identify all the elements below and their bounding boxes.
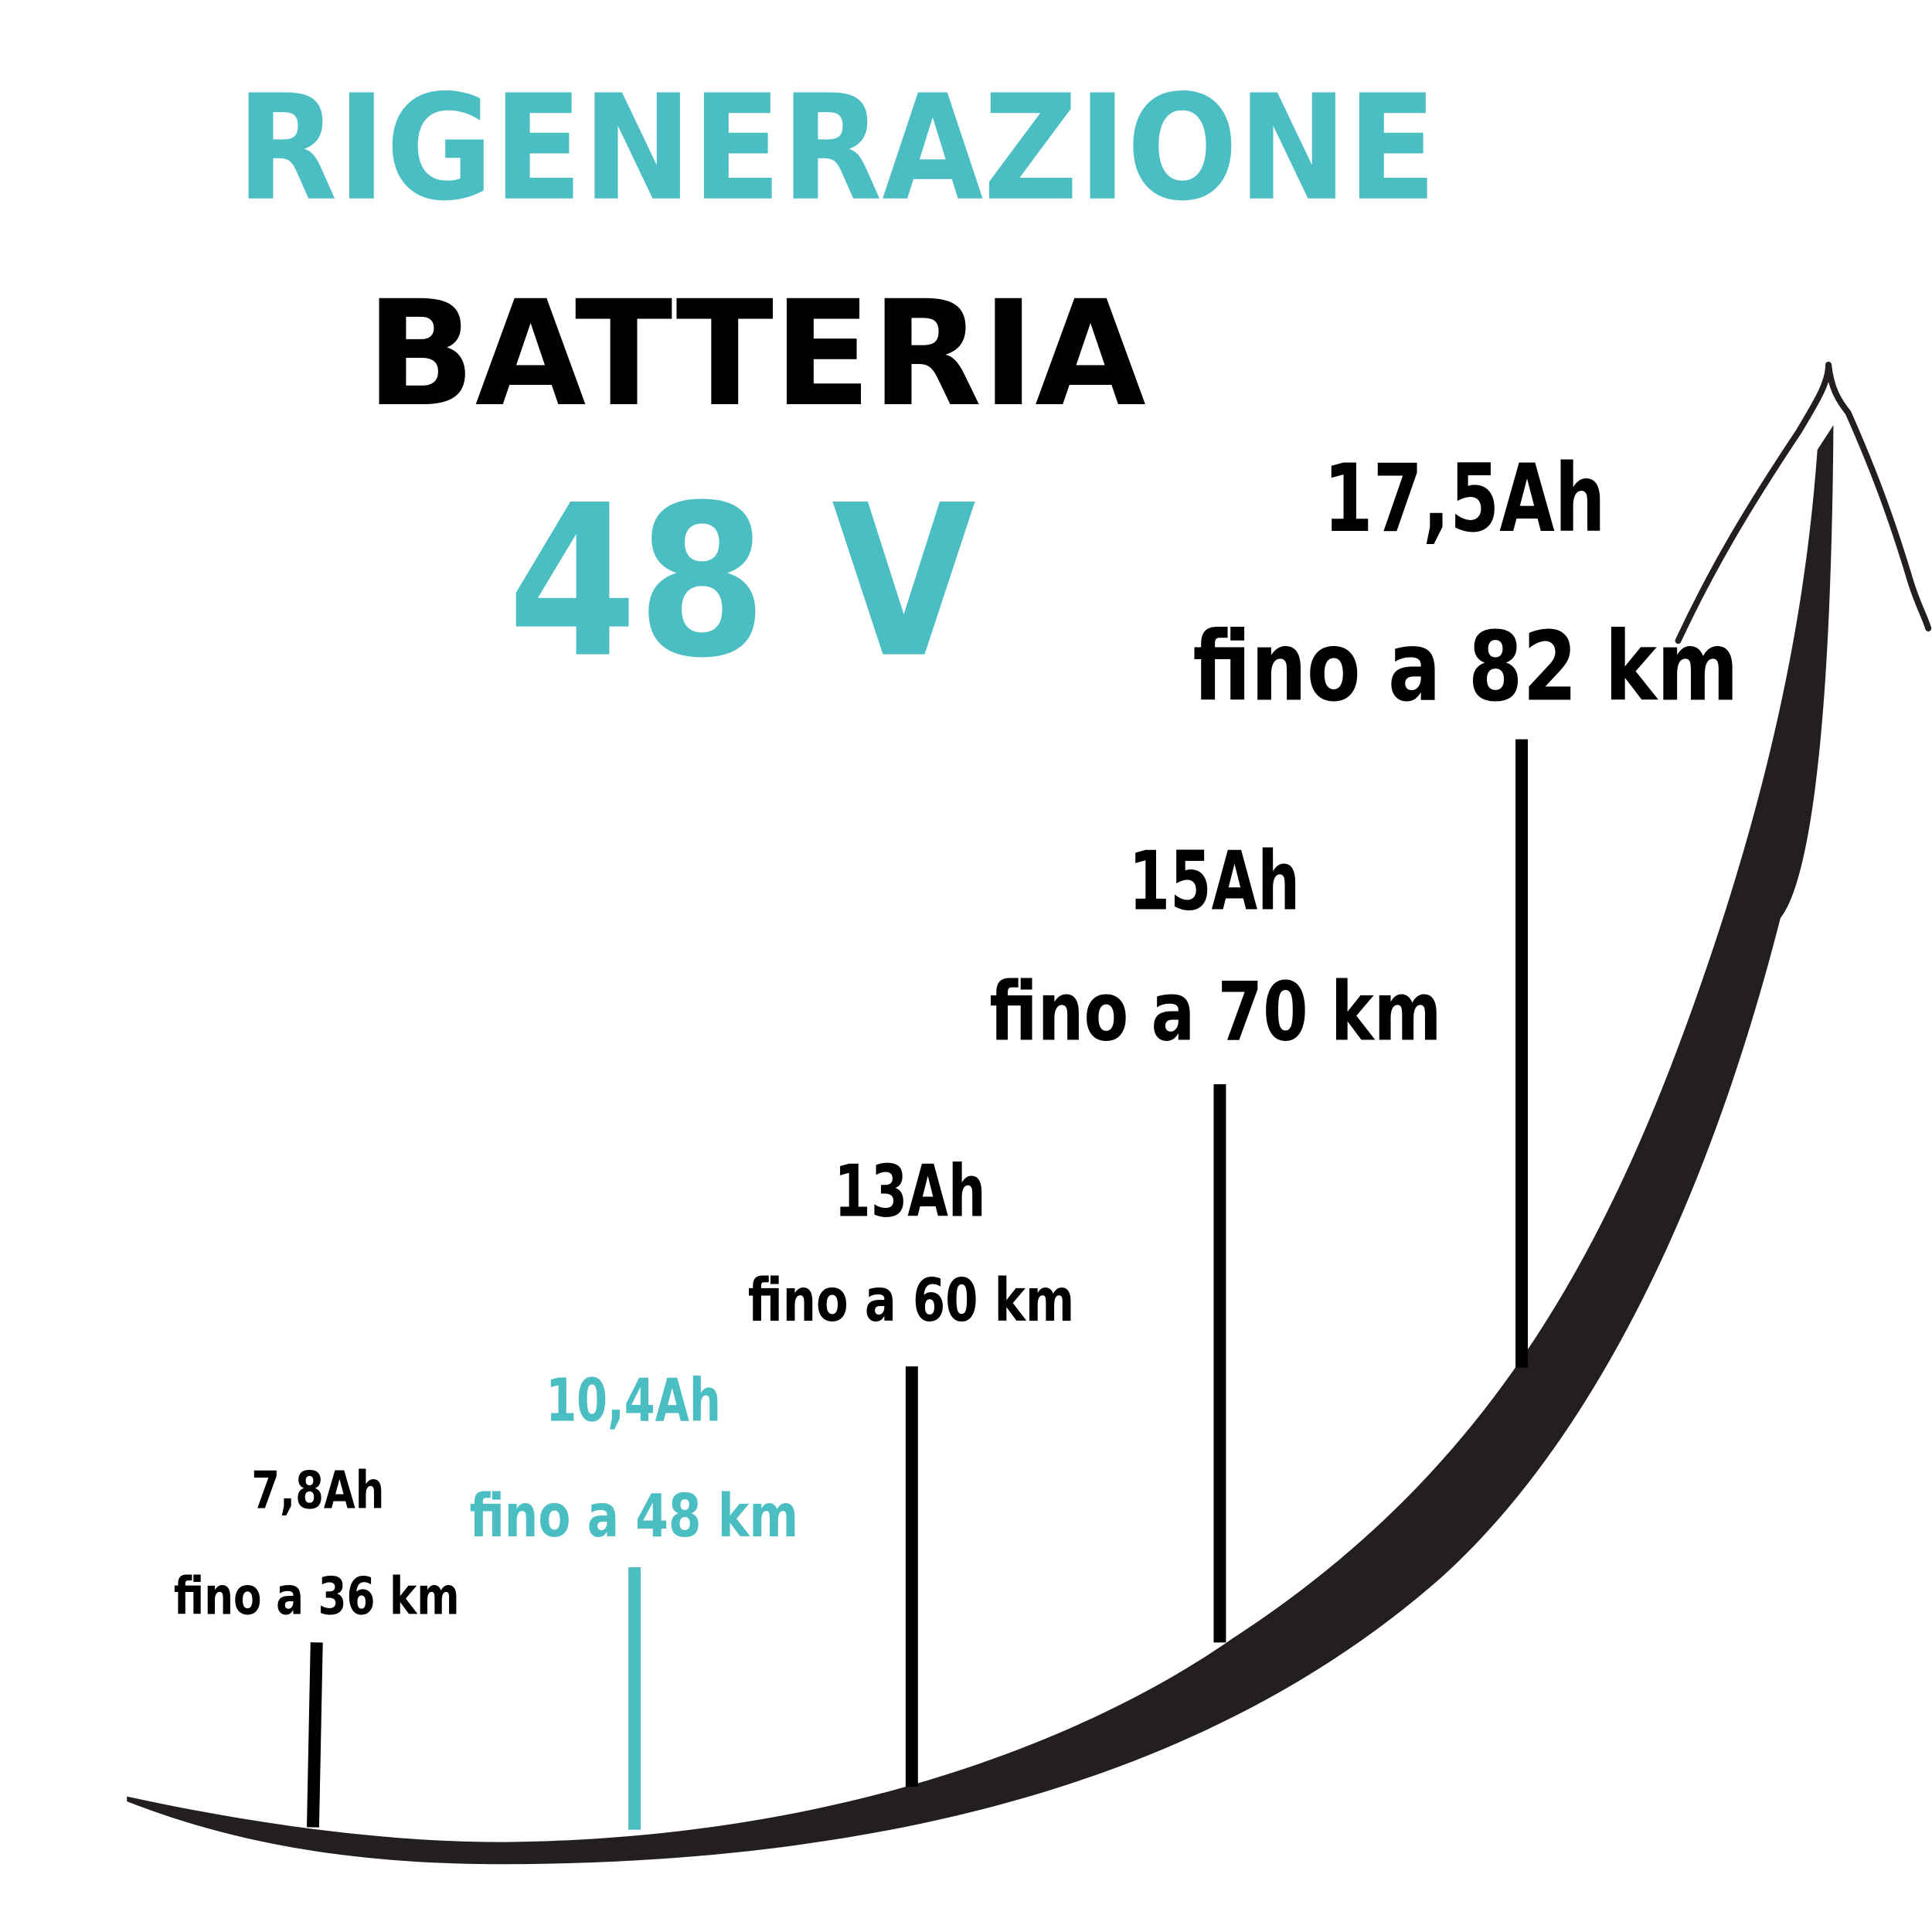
marker-7-8ah	[307, 1642, 323, 1828]
step-range: fino a 70 km	[989, 964, 1441, 1060]
arrowhead-icon	[1675, 361, 1932, 645]
step-capacity: 17,5Ah	[1323, 444, 1605, 553]
title-rigenerazione: RIGENERAZIONE	[236, 64, 1437, 233]
title-voltage: 48 V	[508, 460, 978, 704]
step-range: fino a 36 km	[174, 1566, 460, 1627]
step-capacity: 10,4Ah	[546, 1366, 720, 1435]
title-batteria: BATTERIA	[366, 270, 1146, 439]
growth-curve	[127, 425, 1834, 1865]
step-range: fino a 60 km	[748, 1267, 1075, 1335]
step-capacity: 13Ah	[834, 1150, 985, 1233]
step-range: fino a 48 km	[469, 1482, 798, 1551]
step-capacity: 7,8Ah	[251, 1461, 384, 1521]
step-range: fino a 82 km	[1192, 612, 1738, 723]
step-capacity: 15Ah	[1128, 834, 1300, 929]
